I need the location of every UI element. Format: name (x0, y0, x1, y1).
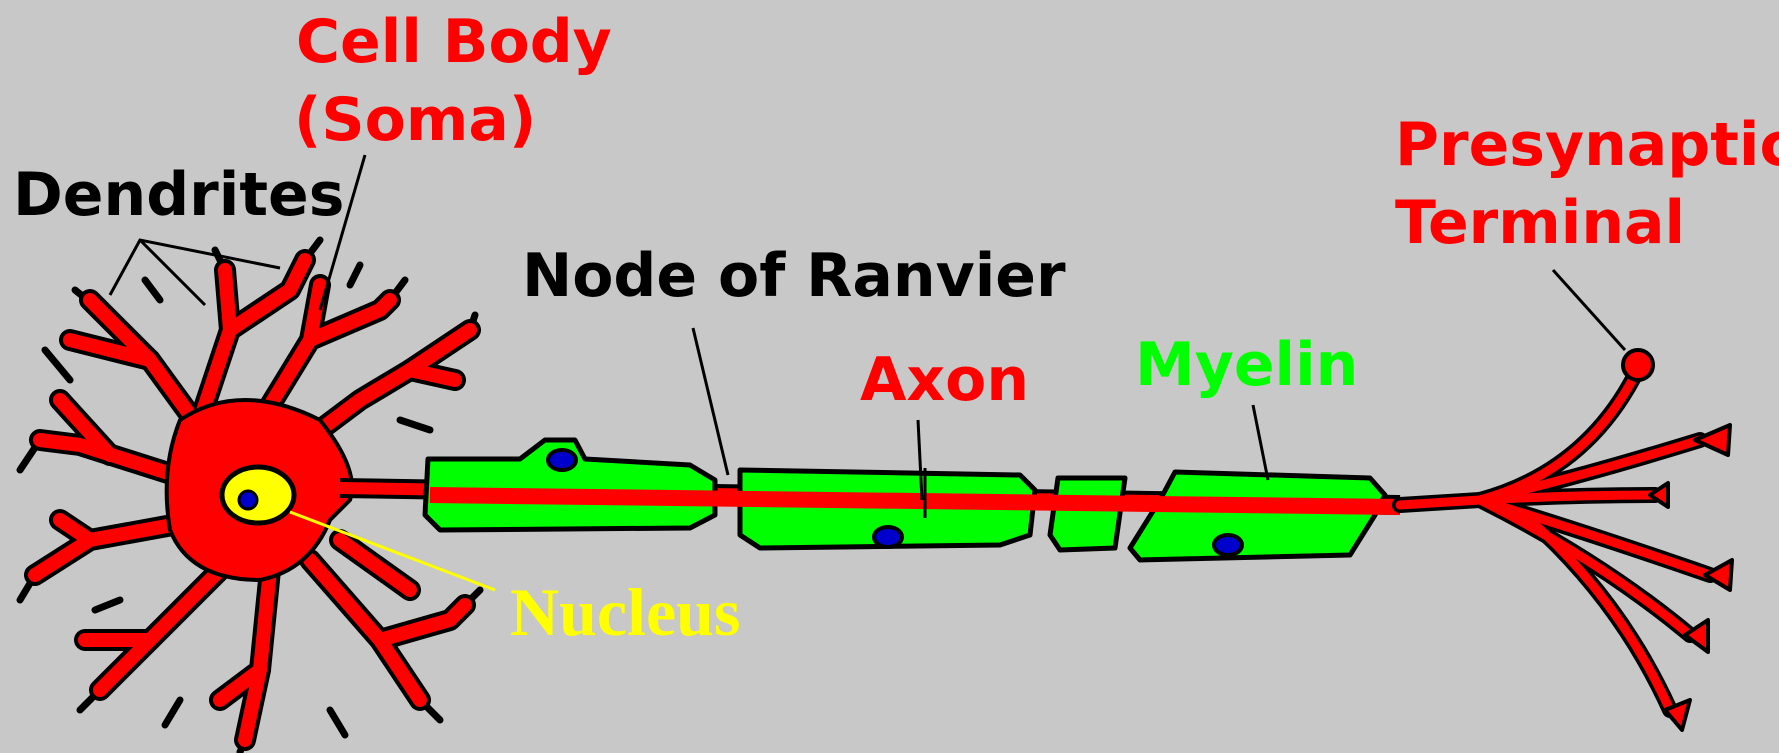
myelin-leader (1251, 404, 1270, 481)
myelin-segment-4 (1127, 469, 1388, 563)
presynaptic-terminal-label-line2: Terminal (1395, 188, 1685, 258)
myelin-segment-1 (422, 437, 718, 533)
schwann-nuclei (546, 448, 1244, 557)
node-of-ranvier-leader (691, 327, 730, 476)
nucleus-leader (289, 510, 496, 592)
myelin-segment-3 (1047, 475, 1128, 553)
axon-leader (916, 419, 924, 501)
leader-lines (108, 154, 1627, 592)
labels: Cell Body (Soma) Dendrites Node of Ranvi… (13, 7, 1779, 650)
axon-label: Axon (860, 345, 1029, 415)
cell-body-label-line1: Cell Body (296, 7, 612, 77)
axon-core (429, 487, 1401, 515)
dendrites-leader (108, 238, 281, 307)
myelin-label: Myelin (1135, 330, 1358, 400)
cell-body-leader (318, 154, 367, 311)
dendrites-label: Dendrites (13, 160, 344, 230)
presynaptic-terminals (1392, 348, 1734, 732)
myelin-segment-2 (737, 467, 1038, 551)
nucleus (219, 464, 297, 526)
presynaptic-terminal-label-line1: Presynaptic (1395, 110, 1779, 180)
presynaptic-leader (1551, 268, 1627, 352)
node-of-ranvier-label: Node of Ranvier (522, 241, 1066, 311)
myelin-sheath (422, 437, 1388, 563)
nucleus-label: Nucleus (510, 574, 740, 650)
cell-body-label-line2: (Soma) (294, 85, 536, 155)
